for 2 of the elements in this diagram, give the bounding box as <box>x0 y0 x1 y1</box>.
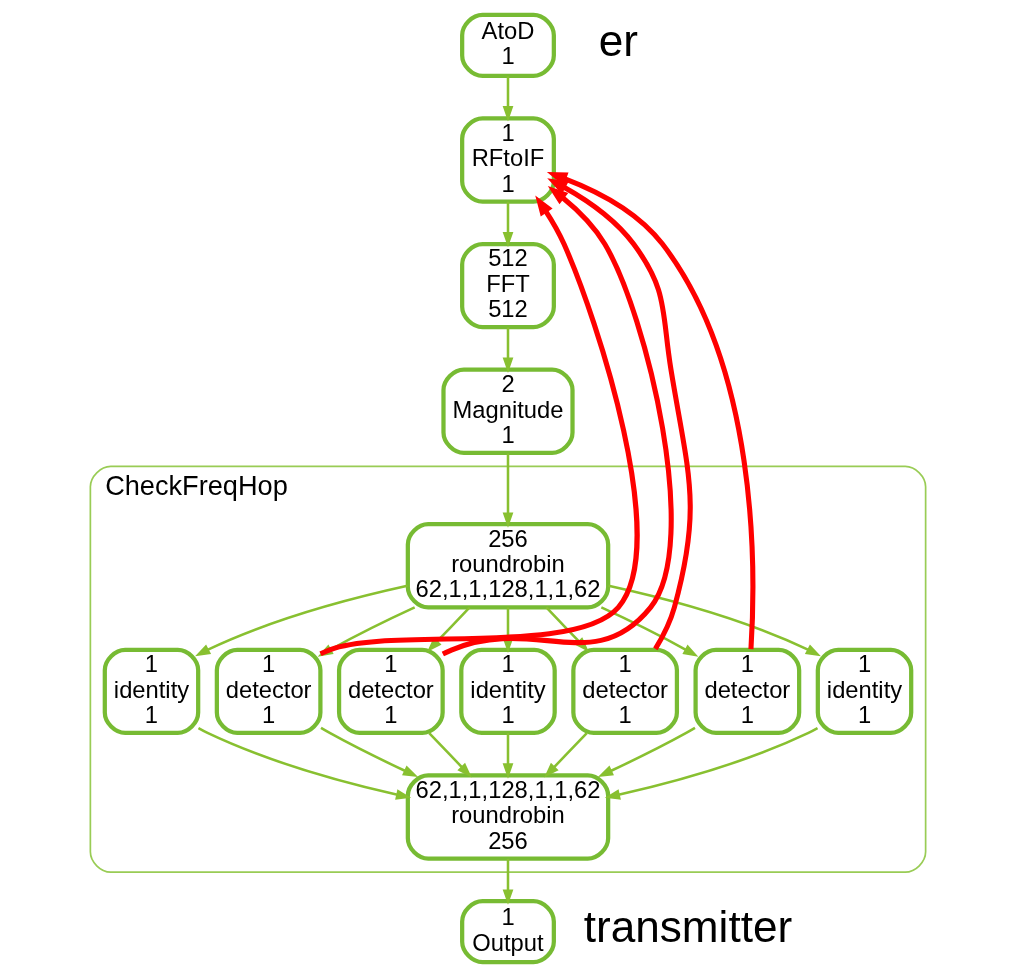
label: transmitter <box>583 902 792 952</box>
label: er <box>598 16 638 66</box>
